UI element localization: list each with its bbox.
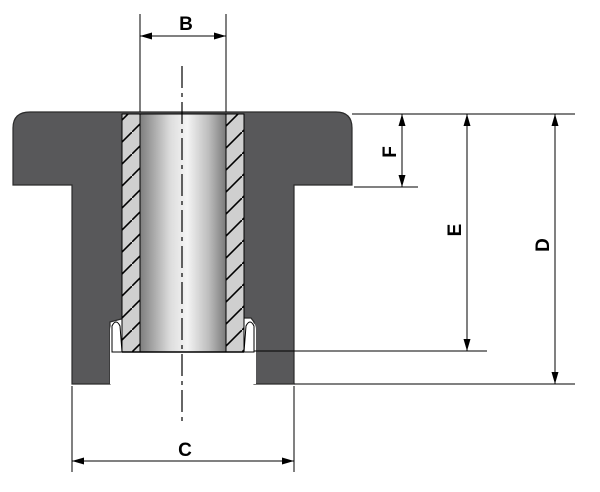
bore xyxy=(139,113,227,353)
dimension-c-label: C xyxy=(178,440,192,461)
dimension-d-label: D xyxy=(533,238,554,252)
c-arrow-right xyxy=(282,457,294,465)
d-arrow-top xyxy=(551,114,559,126)
left-sleeve-wall xyxy=(121,113,141,353)
f-arrow-bottom xyxy=(398,175,406,187)
f-arrow-top xyxy=(398,114,406,126)
dimension-f-label: F xyxy=(380,146,401,158)
b-arrow-left xyxy=(140,32,152,40)
e-arrow-bottom xyxy=(463,339,471,351)
bottom-pocket xyxy=(110,322,256,384)
b-arrow-right xyxy=(214,32,226,40)
dimension-e-label: E xyxy=(445,224,466,237)
right-tab xyxy=(243,321,255,353)
c-arrow-left xyxy=(72,457,84,465)
dimension-b-label: B xyxy=(179,14,193,35)
d-arrow-bottom xyxy=(551,372,559,384)
right-sleeve-wall xyxy=(225,113,245,353)
e-arrow-top xyxy=(463,114,471,126)
left-tab xyxy=(111,321,123,353)
